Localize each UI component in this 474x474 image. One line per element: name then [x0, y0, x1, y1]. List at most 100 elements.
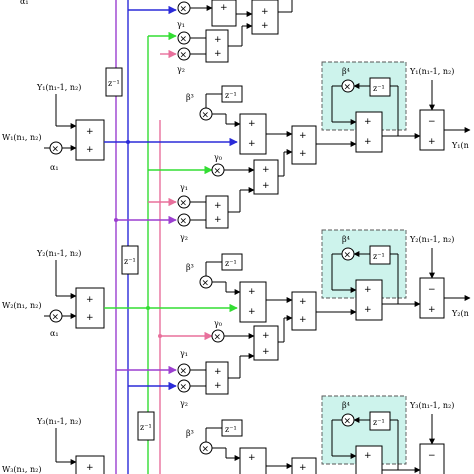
- gamma1-top: γ₁: [177, 20, 185, 29]
- svg-text:−: −: [428, 451, 436, 461]
- svg-text:×: ×: [52, 145, 60, 155]
- svg-text:×: ×: [52, 313, 60, 323]
- svg-text:×: ×: [180, 199, 188, 209]
- stage2-beta3: β³: [186, 263, 194, 272]
- svg-text:×: ×: [180, 35, 188, 45]
- svg-text:+: +: [248, 139, 256, 149]
- svg-text:×: ×: [180, 217, 188, 227]
- svg-text:×: ×: [344, 251, 352, 261]
- gamma2-top: γ₂: [177, 65, 185, 74]
- junction-dots: [114, 140, 162, 338]
- stage3-delay-b: [369, 411, 391, 431]
- stage2-highlight: [321, 229, 407, 299]
- svg-text:+: +: [364, 137, 372, 147]
- adder-top-a: [211, 0, 237, 27]
- stage2-adder-a: [239, 281, 267, 323]
- svg-text:+: +: [214, 201, 222, 211]
- svg-text:×: ×: [214, 333, 222, 343]
- svg-text:+: +: [86, 295, 94, 305]
- svg-text:z⁻¹: z⁻¹: [225, 91, 237, 100]
- bus-lines: [115, 0, 161, 474]
- svg-text:+: +: [299, 297, 307, 307]
- stage1-y-label: Y₁(n₁-1, n₂): [36, 83, 81, 92]
- stage1-alpha-label: α₁: [50, 163, 59, 172]
- svg-text:−: −: [428, 117, 436, 127]
- stage3-w-label: W₃(n₁, n₂): [2, 465, 41, 474]
- svg-text:×: ×: [202, 445, 210, 455]
- stage3-sub: [419, 443, 445, 474]
- svg-text:+: +: [364, 117, 372, 127]
- stage2-gamma2: γ₂: [180, 399, 188, 408]
- svg-text:+: +: [214, 35, 222, 45]
- stage1-output-label: Y₁(n: [451, 141, 469, 150]
- svg-text:z⁻¹: z⁻¹: [373, 84, 385, 93]
- stage1-acc-adder: [355, 111, 383, 153]
- svg-text:×: ×: [180, 5, 188, 15]
- svg-text:+: +: [299, 149, 307, 159]
- stage1-delay-b: [369, 77, 391, 97]
- svg-text:+: +: [86, 145, 94, 155]
- svg-text:×: ×: [214, 167, 222, 177]
- top-row: α₁ × + + + γ₁ × × γ₂ + +: [20, 0, 293, 74]
- svg-text:−: −: [428, 285, 436, 295]
- stage2-sub: [419, 277, 445, 319]
- svg-text:z⁻¹: z⁻¹: [108, 79, 120, 88]
- stage1-adder-b: [291, 125, 317, 165]
- stage2-feedback-label: Y₂(n₁-1, n₂): [409, 235, 454, 244]
- svg-text:+: +: [214, 215, 222, 225]
- svg-text:z⁻¹: z⁻¹: [373, 418, 385, 427]
- stage2-alpha-label: α₁: [50, 329, 59, 338]
- svg-text:z⁻¹: z⁻¹: [225, 425, 237, 434]
- svg-text:+: +: [261, 21, 269, 31]
- svg-text:+: +: [220, 3, 228, 13]
- svg-text:+: +: [262, 331, 270, 341]
- stage2-y-label: Y₂(n₁-1, n₂): [36, 249, 81, 258]
- svg-text:+: +: [248, 287, 256, 297]
- svg-text:+: +: [364, 451, 372, 461]
- svg-text:+: +: [248, 307, 256, 317]
- stage2-output-label: Y₂(n: [451, 309, 469, 318]
- stage2-gamma0: γ₀: [214, 319, 222, 328]
- svg-text:×: ×: [180, 367, 188, 377]
- svg-text:×: ×: [180, 51, 188, 61]
- stage2-adder-b: [291, 291, 317, 331]
- svg-text:+: +: [261, 7, 269, 17]
- adder-top-b: [251, 0, 279, 35]
- stage-1-input: Y₁(n₁-1, n₂) + + W₁(n₁, n₂) × α₁ z⁻¹: [2, 67, 238, 172]
- stage-2-input: Y₂(n₁-1, n₂) + + W₂(n₁, n₂) × α₁ z⁻¹: [2, 245, 238, 338]
- stage2-gamma1: γ₁: [180, 349, 188, 358]
- svg-text:+: +: [364, 285, 372, 295]
- stage1-gamma0: γ₀: [214, 153, 222, 162]
- top-alpha-label: α₁: [20, 0, 29, 6]
- svg-text:+: +: [428, 137, 436, 147]
- stage-3: Y₃(n₁-1, n₂) + W₃(n₁, n₂) z⁻¹ β³ × z⁻¹ +…: [2, 395, 454, 474]
- delay-left-2: [121, 245, 139, 275]
- svg-text:z⁻¹: z⁻¹: [140, 423, 152, 432]
- stage2-input-adder: [75, 287, 105, 329]
- svg-text:+: +: [248, 119, 256, 129]
- stage1-sub: [419, 109, 445, 151]
- stage3-adder-b: [291, 457, 317, 474]
- svg-text:+: +: [86, 127, 94, 137]
- svg-text:+: +: [262, 347, 270, 357]
- stage-1-feedback: β⁴ × z⁻¹ + + Y₁(n₁-1, n₂) − + Y₁(n: [316, 61, 471, 153]
- stage1-input-adder: [75, 119, 105, 161]
- stage3-acc-adder: [355, 445, 383, 474]
- svg-text:+: +: [214, 367, 222, 377]
- svg-text:+: +: [299, 315, 307, 325]
- svg-text:×: ×: [344, 417, 352, 427]
- stage3-beta3: β³: [186, 429, 194, 438]
- stage1-gamma1: γ₁: [180, 183, 188, 192]
- stage2-w-label: W₂(n₁, n₂): [2, 301, 41, 310]
- svg-text:+: +: [262, 165, 270, 175]
- stage1-feedback-label: Y₁(n₁-1, n₂): [409, 67, 454, 76]
- stage1-beta4: β⁴: [342, 67, 350, 76]
- stage3-beta4: β⁴: [342, 401, 350, 410]
- svg-text:+: +: [214, 381, 222, 391]
- stage1-w-label: W₁(n₁, n₂): [2, 133, 41, 142]
- stage3-y-label: Y₃(n₁-1, n₂): [36, 417, 81, 426]
- stage1-gamma2: γ₂: [180, 233, 188, 242]
- stage1-beta3: β³: [186, 93, 194, 102]
- stage1-adder-c: [253, 159, 279, 195]
- svg-text:+: +: [86, 313, 94, 323]
